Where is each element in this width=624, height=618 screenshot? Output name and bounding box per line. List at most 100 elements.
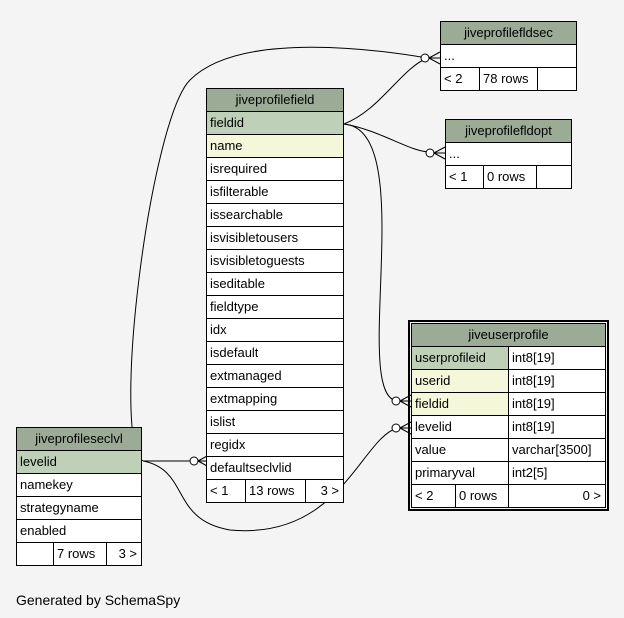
parents-count: < 2: [415, 488, 434, 503]
edge-userprofile-to-field: [343, 123, 398, 402]
cardinality-circle: [189, 456, 199, 466]
column-name: extmanaged: [210, 368, 282, 383]
column-type: int8[19]: [508, 370, 605, 392]
column-name: fieldtype: [210, 299, 259, 314]
cardinality-circle: [391, 423, 401, 433]
table-row: levelid: [17, 451, 141, 474]
row-count: 7 rows: [53, 543, 106, 565]
table-row: fieldtype: [207, 296, 343, 319]
children-count: 3 >: [305, 480, 343, 502]
table-footer: < 2 78 rows: [441, 68, 576, 90]
table-row: isrequired: [207, 158, 343, 181]
cardinality-circle: [420, 53, 430, 63]
column-name: enabled: [20, 523, 67, 538]
table-row: islist: [207, 411, 343, 434]
table-row: ...: [446, 143, 571, 166]
column-name: isrequired: [210, 161, 268, 176]
column-name: regidx: [210, 437, 246, 452]
table-footer: < 1 13 rows 3 >: [207, 480, 343, 502]
table-title: jiveprofileseclvl: [17, 428, 141, 451]
edge-userprofile-to-seclvl: [142, 427, 398, 532]
children-count: 3 >: [106, 543, 141, 565]
column-type: varchar[3500]: [508, 439, 605, 461]
row-count: 78 rows: [479, 68, 537, 90]
column-name: userprofileid: [412, 347, 508, 369]
table-row: userprofileid int8[19]: [412, 347, 605, 370]
cardinality-circle: [425, 148, 435, 158]
crowfoot-mark: [399, 394, 412, 408]
column-name: levelid: [415, 419, 452, 434]
table-row: isdefault: [207, 342, 343, 365]
column-type: int8[19]: [508, 416, 605, 438]
table-row: extmanaged: [207, 365, 343, 388]
column-name: extmapping: [210, 391, 278, 406]
table-row: iseditable: [207, 273, 343, 296]
column-name: levelid: [20, 454, 57, 469]
table-row: isvisibletousers: [207, 227, 343, 250]
table-title: jiveprofilefldsec: [441, 22, 576, 45]
table-row: isvisibletoguests: [207, 250, 343, 273]
children-count: [536, 166, 571, 188]
table-jiveprofilefldopt[interactable]: jiveprofilefldopt ... < 1 0 rows: [445, 119, 572, 189]
column-name: userid: [412, 370, 508, 392]
column-name: strategyname: [20, 500, 99, 515]
table-row: issearchable: [207, 204, 343, 227]
table-row: value varchar[3500]: [412, 439, 605, 462]
crowfoot-mark: [428, 51, 441, 65]
column-type: int8[19]: [508, 347, 605, 369]
table-footer: < 1 0 rows: [446, 166, 571, 188]
table-row: isfilterable: [207, 181, 343, 204]
table-row: ...: [441, 45, 576, 68]
table-footer: < 2 0 rows 0 >: [412, 485, 605, 507]
table-row: extmapping: [207, 388, 343, 411]
edge-fldopt-to-field: [343, 123, 431, 153]
column-name: name: [210, 138, 243, 153]
column-name: ...: [444, 48, 455, 63]
column-name: isvisibletoguests: [210, 253, 305, 268]
table-footer: 7 rows 3 >: [17, 543, 141, 565]
children-count: [537, 68, 576, 90]
column-name: namekey: [20, 477, 73, 492]
table-row: defaultseclvlid: [207, 457, 343, 480]
table-jiveprofilefldsec[interactable]: jiveprofilefldsec ... < 2 78 rows: [440, 21, 577, 91]
column-name: isvisibletousers: [210, 230, 299, 245]
table-title: jiveprofilefield: [207, 89, 343, 112]
column-name: iseditable: [210, 276, 265, 291]
table-row: enabled: [17, 520, 141, 543]
table-jiveprofilefield[interactable]: jiveprofilefield fieldid name isrequired…: [206, 88, 344, 503]
column-name: idx: [210, 322, 227, 337]
row-count: 0 rows: [483, 166, 536, 188]
row-count: 13 rows: [245, 480, 305, 502]
table-row: fieldid int8[19]: [412, 393, 605, 416]
table-row: fieldid: [207, 112, 343, 135]
table-row: idx: [207, 319, 343, 342]
cardinality-circle: [391, 396, 401, 406]
column-name: primaryval: [415, 465, 475, 480]
column-name: value: [415, 442, 447, 457]
column-name: defaultseclvlid: [210, 460, 292, 475]
table-title: jiveprofilefldopt: [446, 120, 571, 143]
table-row: primaryval int2[5]: [412, 462, 605, 485]
column-type: int2[5]: [508, 462, 605, 484]
children-count: 0 >: [508, 485, 605, 507]
table-row: regidx: [207, 434, 343, 457]
table-row: namekey: [17, 474, 141, 497]
parents-count: < 1: [449, 169, 468, 184]
column-type: int8[19]: [508, 393, 605, 415]
row-count: 0 rows: [455, 485, 508, 507]
column-name: fieldid: [412, 393, 508, 415]
column-name: isfilterable: [210, 184, 269, 199]
table-row: levelid int8[19]: [412, 416, 605, 439]
table-jiveprofileseclvl[interactable]: jiveprofileseclvl levelid namekey strate…: [16, 427, 142, 566]
parents-count: < 1: [210, 483, 229, 498]
column-name: islist: [210, 414, 236, 429]
table-jiveuserprofile[interactable]: jiveuserprofile userprofileid int8[19] u…: [408, 320, 609, 511]
crowfoot-mark: [433, 146, 446, 160]
table-row: userid int8[19]: [412, 370, 605, 393]
generated-by-label: Generated by SchemaSpy: [16, 592, 181, 608]
edge-fldsec-to-field: [343, 57, 428, 125]
column-name: ...: [449, 146, 460, 161]
column-name: fieldid: [210, 115, 244, 130]
table-row: name: [207, 135, 343, 158]
table-row: strategyname: [17, 497, 141, 520]
